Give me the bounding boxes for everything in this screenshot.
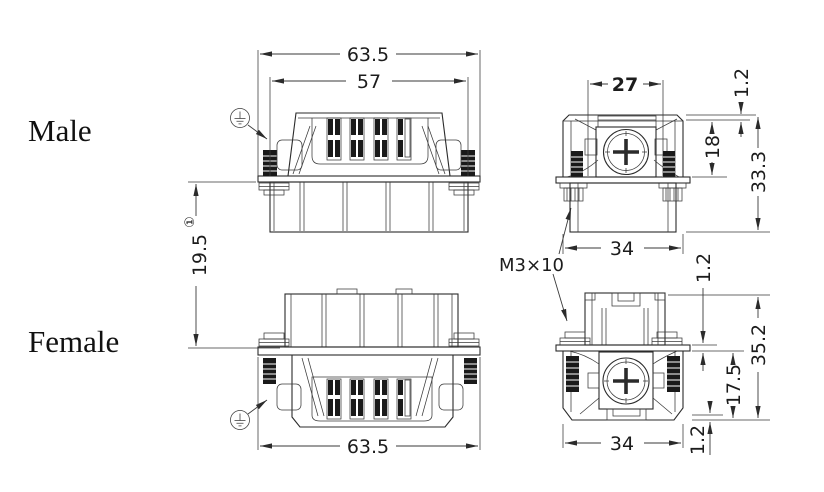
dim-male-end-width-27: 27 — [587, 74, 664, 128]
dim-text-female-overall-width: 63.5 — [347, 436, 389, 458]
male-end-stud-right — [663, 151, 675, 177]
female-side-view — [257, 288, 481, 428]
male-view-label: Male — [28, 113, 92, 148]
dim-mating-height: 19.5 ① — [183, 181, 280, 349]
female-center-screw — [602, 357, 650, 405]
dim-note-ref: ① — [183, 216, 198, 228]
protective-earth-icon-female — [230, 410, 250, 430]
dim-female-end-lower-height: 17.5 — [692, 350, 745, 418]
earth-leader-female — [247, 399, 268, 415]
dim-text-female-end-body-width: 34 — [610, 433, 634, 455]
male-contact-slots — [326, 117, 412, 161]
dim-male-end-overall-height: 33.3 — [686, 117, 770, 233]
male-mount-bushing-right — [658, 182, 687, 202]
dim-text-female-end-overall-height: 35.2 — [748, 324, 770, 366]
dim-female-end-plate-bottom: 1.2 — [687, 401, 723, 455]
protective-earth-icon-male — [230, 108, 250, 128]
female-end-screw-right — [651, 331, 683, 346]
dim-female-overall-width: 63.5 — [257, 357, 481, 458]
male-flange-screw-right — [448, 182, 480, 196]
dim-text-female-end-plate-top: 1.2 — [693, 253, 715, 283]
dim-text-male-overall-width: 63.5 — [347, 44, 389, 66]
male-side-view — [257, 112, 481, 233]
dim-text-male-end-insert-height: 18 — [702, 135, 724, 159]
dim-text-male-end-overall-height: 33.3 — [748, 151, 770, 193]
thread-callout-text: M3×10 — [499, 255, 564, 276]
male-end-stud-left — [571, 151, 583, 177]
dim-female-end-overall-height: 35.2 — [668, 294, 770, 421]
male-end-view — [555, 114, 691, 233]
female-end-stud-right — [667, 356, 680, 392]
male-flange-screw-left — [258, 182, 290, 196]
dim-female-end-body-width: 34 — [562, 424, 684, 455]
dim-text-male-insert-width: 57 — [357, 71, 381, 93]
dim-text-male-end-plate: 1.2 — [731, 68, 753, 98]
female-flange-screw-left — [258, 332, 290, 347]
male-center-screw — [602, 128, 650, 176]
dim-male-end-plate-thickness: 1.2 — [686, 68, 756, 137]
female-guide-stud-left — [263, 358, 276, 384]
dim-text-male-end-body-width: 34 — [610, 238, 634, 260]
dim-male-overall-width: 63.5 — [257, 44, 481, 176]
female-end-stud-left — [566, 356, 579, 392]
dim-male-end-height-18: 18 — [692, 122, 727, 178]
dim-male-insert-width: 57 — [269, 71, 469, 176]
dim-female-end-plate-top: 1.2 — [692, 253, 717, 371]
female-flange-screw-right — [448, 332, 480, 347]
dim-text-male-end-width: 27 — [612, 74, 638, 96]
female-guide-stud-right — [464, 358, 477, 384]
female-contact-slots — [326, 378, 412, 420]
dim-text-female-end-plate-bottom: 1.2 — [687, 425, 709, 455]
female-view-label: Female — [28, 324, 119, 359]
dim-text-mating-height: 19.5 — [189, 234, 211, 276]
male-mount-bushing-left — [559, 182, 588, 202]
earth-leader-male — [247, 124, 268, 140]
thread-callout: M3×10 — [499, 207, 572, 322]
female-end-view — [555, 292, 691, 421]
dim-text-female-end-lower-height: 17.5 — [723, 364, 745, 406]
dim-male-end-body-width: 34 — [562, 234, 684, 260]
